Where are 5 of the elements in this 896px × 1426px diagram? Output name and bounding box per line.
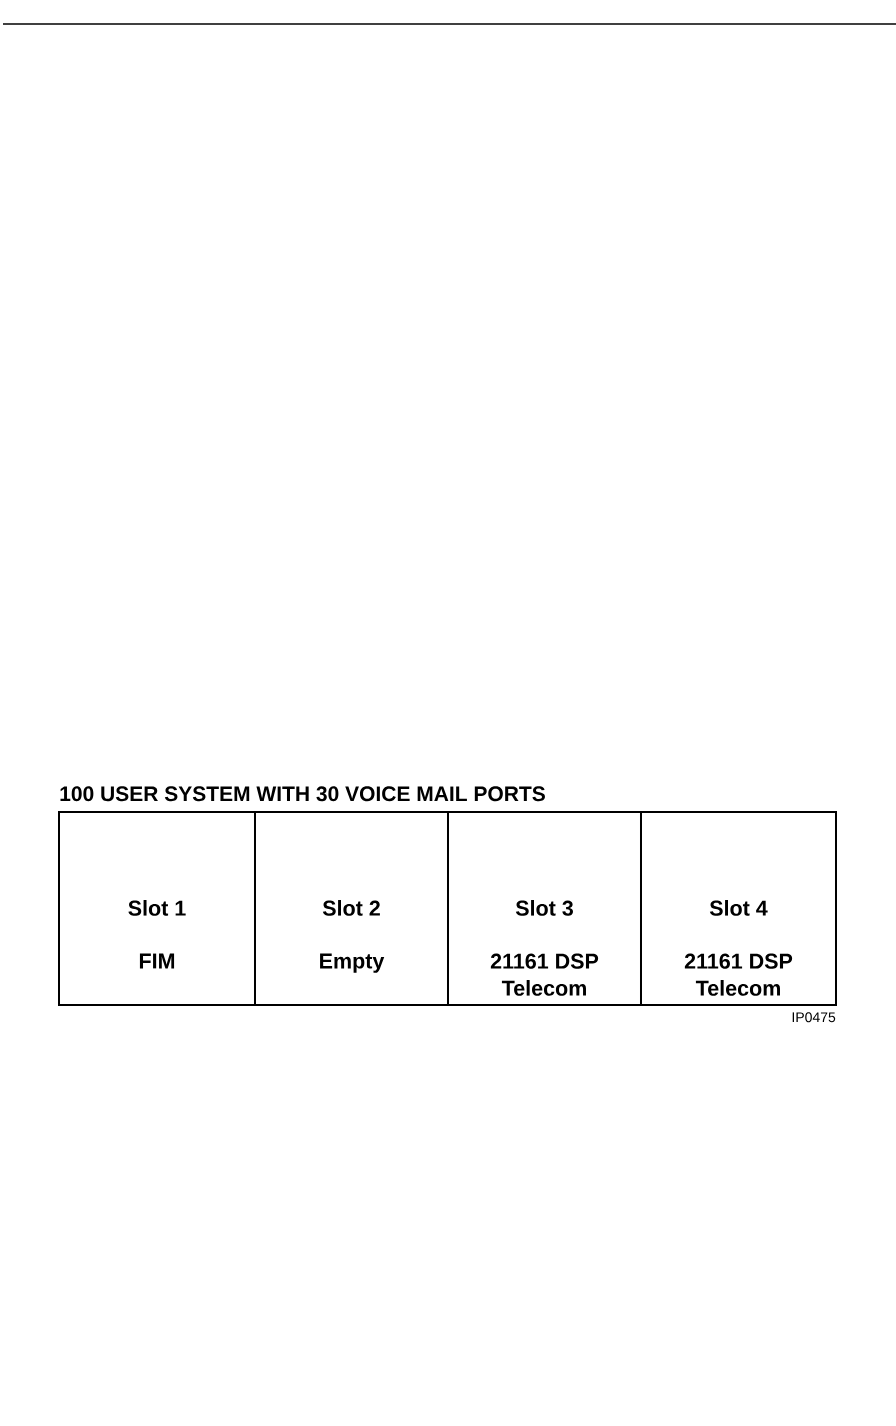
slot-box: Slot 1 FIM [58, 811, 256, 1006]
slot-box: Slot 3 21161 DSP Telecom [447, 811, 642, 1006]
slot-box: Slot 2 Empty [254, 811, 449, 1006]
diagram-title: 100 USER SYSTEM WITH 30 VOICE MAIL PORTS [60, 786, 545, 802]
slot-box: Slot 4 21161 DSP Telecom [640, 811, 837, 1006]
